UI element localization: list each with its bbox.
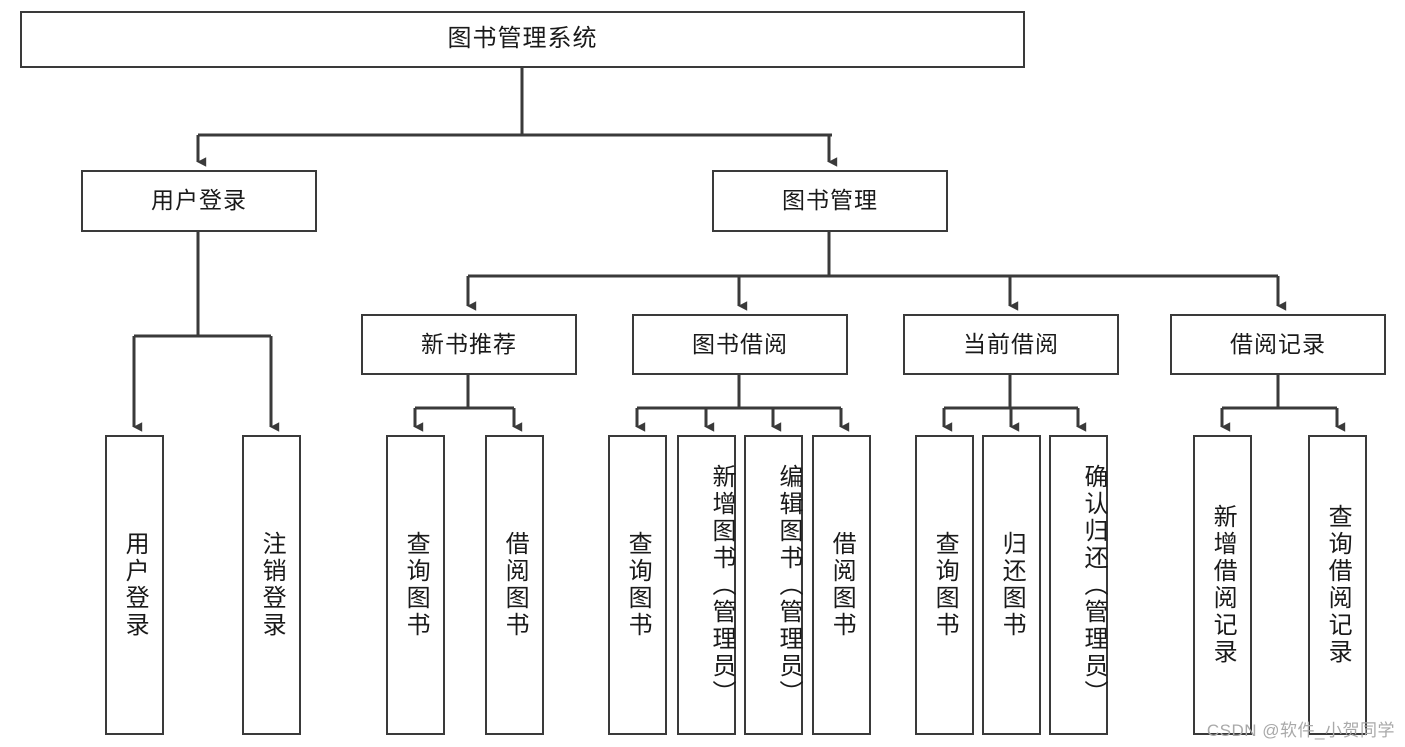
node-label: 图书借阅: [692, 330, 788, 357]
leaf-borrow-query-book[interactable]: 查询图书: [608, 435, 667, 735]
node-current-borrow[interactable]: 当前借阅: [903, 314, 1119, 375]
leaf-recommend-borrow-book[interactable]: 借阅图书: [485, 435, 544, 735]
node-label: 查询借阅记录: [1324, 504, 1352, 666]
node-label: 新增借阅记录: [1209, 504, 1237, 666]
node-label: 编辑图书（管理员）: [775, 463, 802, 707]
leaf-record-query-record[interactable]: 查询借阅记录: [1308, 435, 1367, 735]
node-user-login[interactable]: 用户登录: [81, 170, 317, 232]
node-label: 新书推荐: [421, 330, 517, 357]
node-label: 图书管理: [782, 187, 878, 214]
node-label: 查询图书: [931, 531, 959, 639]
node-label: 用户登录: [151, 187, 247, 214]
leaf-current-confirm-return-admin[interactable]: 确认归还（管理员）: [1049, 435, 1108, 735]
node-book-management[interactable]: 图书管理: [712, 170, 948, 232]
node-label: 确认归还（管理员）: [1080, 463, 1107, 707]
watermark: CSDN @软件_小贺同学: [1206, 721, 1395, 740]
node-label: 当前借阅: [963, 330, 1059, 357]
node-label: 借阅记录: [1230, 330, 1326, 357]
leaf-recommend-query-book[interactable]: 查询图书: [386, 435, 445, 735]
node-label: 注销登录: [258, 531, 286, 639]
node-root-system[interactable]: 图书管理系统: [20, 11, 1025, 68]
leaf-record-add-record[interactable]: 新增借阅记录: [1193, 435, 1252, 735]
node-label: 借阅图书: [828, 531, 856, 639]
leaf-borrow-borrow-book[interactable]: 借阅图书: [812, 435, 871, 735]
node-label: 查询图书: [402, 531, 430, 639]
leaf-user-login-logout[interactable]: 注销登录: [242, 435, 301, 735]
node-label: 图书管理系统: [447, 25, 598, 53]
leaf-current-query-book[interactable]: 查询图书: [915, 435, 974, 735]
node-new-book-recommend[interactable]: 新书推荐: [361, 314, 577, 375]
leaf-borrow-add-book-admin[interactable]: 新增图书（管理员）: [677, 435, 736, 735]
leaf-current-return-book[interactable]: 归还图书: [982, 435, 1041, 735]
node-label: 查询图书: [624, 531, 652, 639]
node-label: 借阅图书: [501, 531, 529, 639]
leaf-borrow-edit-book-admin[interactable]: 编辑图书（管理员）: [744, 435, 803, 735]
node-label: 用户登录: [121, 531, 149, 639]
node-book-borrow[interactable]: 图书借阅: [632, 314, 848, 375]
node-label: 归还图书: [998, 531, 1026, 639]
node-borrow-record[interactable]: 借阅记录: [1170, 314, 1386, 375]
node-label: 新增图书（管理员）: [708, 463, 735, 707]
leaf-user-login-login[interactable]: 用户登录: [105, 435, 164, 735]
